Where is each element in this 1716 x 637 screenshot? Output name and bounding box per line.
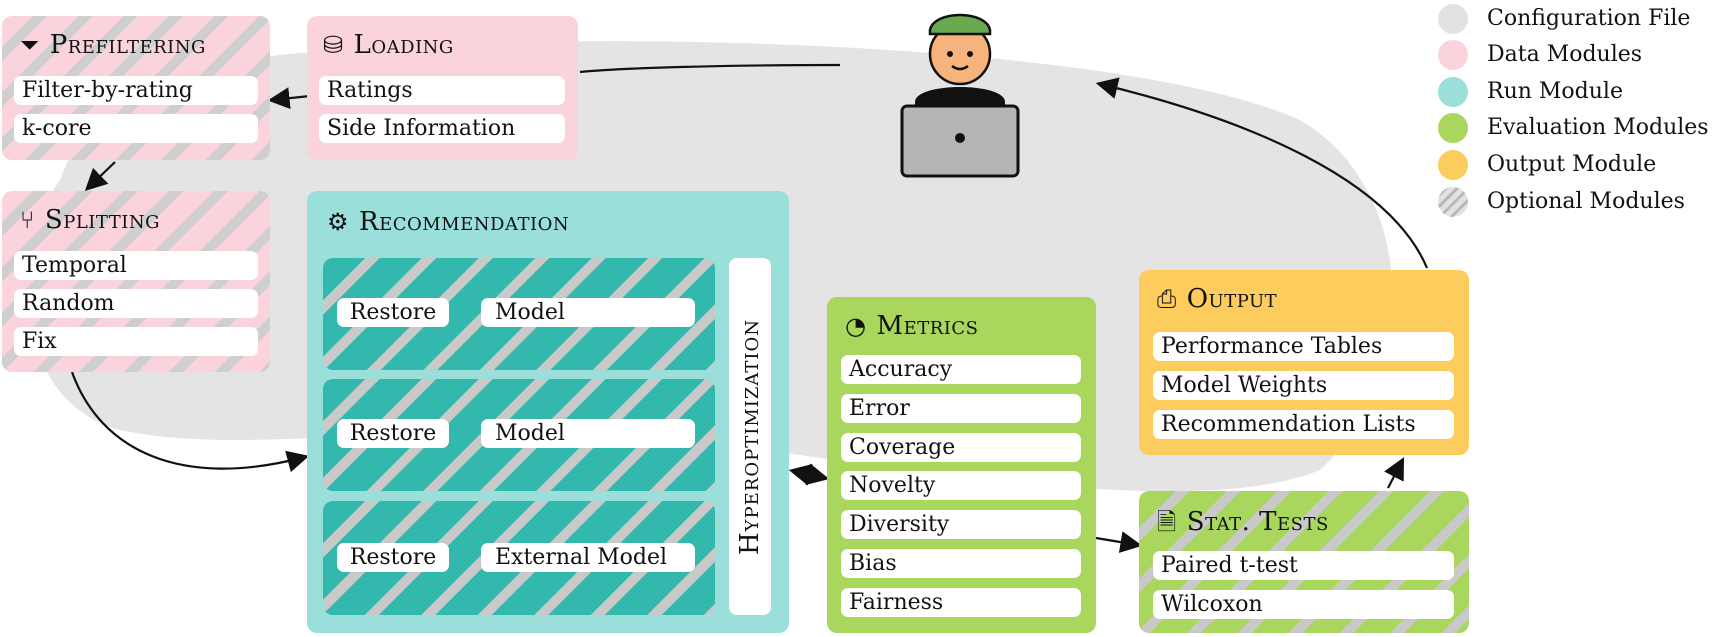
splitting-item: Random	[14, 289, 258, 318]
stat-tests-module: 🗎 Stat. Tests Paired t-test Wilcoxon	[1139, 491, 1469, 633]
prefiltering-title-text: Prefiltering	[49, 30, 206, 60]
legend-swatch-optional	[1438, 187, 1468, 217]
recommendation-row: Restore External Model	[323, 501, 715, 615]
metrics-module: ◔ Metrics Accuracy Error Coverage Novelty…	[827, 297, 1096, 633]
legend-swatch-evaluation	[1438, 113, 1468, 143]
metrics-item: Error	[841, 394, 1081, 423]
database-icon: ⛁	[323, 31, 344, 59]
prefiltering-title: ⏷ Prefiltering	[20, 30, 206, 60]
splitting-title: ⑂ Splitting	[20, 205, 160, 235]
stat-tests-item: Wilcoxon	[1153, 590, 1454, 619]
output-item: Performance Tables	[1153, 332, 1454, 361]
loading-module: ⛁ Loading Ratings Side Information	[307, 16, 578, 160]
user-with-laptop-icon	[900, 13, 1020, 178]
recommendation-row: Restore Model	[323, 258, 715, 370]
restore-label: Restore	[337, 543, 449, 572]
stat-tests-title-text: Stat. Tests	[1186, 507, 1329, 537]
legend-label: Output Module	[1487, 152, 1657, 177]
filter-icon: ⏷	[20, 31, 40, 59]
arrow-splitting-to-recommendation	[70, 371, 310, 473]
prefiltering-module: ⏷ Prefiltering Filter-by-rating k-core	[2, 16, 270, 160]
model-label: Model	[481, 419, 695, 448]
splitting-item: Fix	[14, 327, 258, 356]
metrics-item: Coverage	[841, 433, 1081, 462]
recommendation-title-text: Recommendation	[359, 207, 570, 237]
loading-item: Side Information	[319, 114, 565, 143]
loading-item: Ratings	[319, 76, 565, 105]
stat-tests-title: 🗎 Stat. Tests	[1157, 505, 1329, 546]
arrow-loading-to-prefiltering	[579, 63, 841, 74]
legend-swatch-output	[1438, 150, 1468, 180]
printer-icon: ⎙	[1157, 285, 1177, 313]
arrow-prefiltering-to-splitting	[84, 161, 116, 192]
output-module: ⎙ Output Performance Tables Model Weights…	[1139, 270, 1469, 455]
recommendation-title: ⚙ Recommendation	[327, 207, 569, 237]
restore-label: Restore	[337, 298, 449, 327]
gear-icon: ⚙	[327, 208, 350, 236]
metrics-item: Fairness	[841, 588, 1081, 617]
restore-label: Restore	[337, 419, 449, 448]
model-label: Model	[481, 298, 695, 327]
hyperoptimization-panel: Hyperoptimization	[729, 258, 771, 615]
arrow-stattests-to-output	[1384, 457, 1405, 489]
recommendation-row: Restore Model	[323, 379, 715, 491]
split-icon: ⑂	[20, 206, 35, 234]
prefiltering-item: Filter-by-rating	[14, 76, 258, 105]
metrics-item: Bias	[841, 549, 1081, 578]
splitting-title-text: Splitting	[44, 205, 160, 235]
output-item: Recommendation Lists	[1153, 410, 1454, 439]
prefiltering-item: k-core	[14, 114, 258, 143]
gauge-icon: ◔	[845, 312, 867, 340]
model-label: External Model	[481, 543, 695, 572]
metrics-item: Novelty	[841, 471, 1081, 500]
document-check-icon: 🗎	[1157, 508, 1177, 536]
legend-label: Evaluation Modules	[1487, 115, 1709, 140]
splitting-module: ⑂ Splitting Temporal Random Fix	[2, 191, 270, 372]
loading-title: ⛁ Loading	[323, 30, 454, 60]
output-title: ⎙ Output	[1157, 284, 1277, 314]
metrics-item: Accuracy	[841, 355, 1081, 384]
legend-swatch-run	[1438, 77, 1468, 107]
stat-tests-item: Paired t-test	[1153, 551, 1454, 580]
metrics-title-text: Metrics	[876, 311, 979, 341]
recommendation-module: ⚙ Recommendation Restore Model Restore Mo…	[307, 191, 789, 633]
output-item: Model Weights	[1153, 371, 1454, 400]
legend-swatch-configuration	[1438, 4, 1468, 34]
legend-swatch-data	[1438, 40, 1468, 70]
legend-label: Optional Modules	[1487, 189, 1685, 214]
loading-title-text: Loading	[353, 30, 454, 60]
legend-label: Data Modules	[1487, 42, 1643, 67]
hyperoptimization-label: Hyperoptimization	[735, 318, 765, 555]
arrow-metrics-to-stattests	[1095, 531, 1143, 553]
legend-label: Configuration File	[1487, 6, 1691, 31]
metrics-item: Diversity	[841, 510, 1081, 539]
arrow-output-to-user	[1095, 77, 1429, 269]
legend-label: Run Module	[1487, 79, 1623, 104]
metrics-title: ◔ Metrics	[845, 311, 979, 341]
splitting-item: Temporal	[14, 251, 258, 280]
output-title-text: Output	[1186, 284, 1278, 314]
